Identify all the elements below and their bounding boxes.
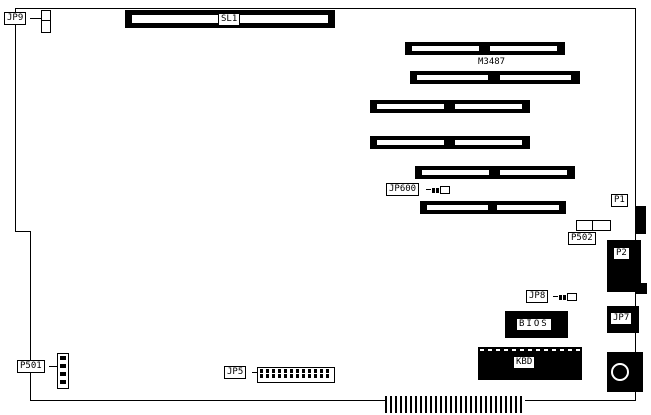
p1-label: P1 bbox=[611, 194, 628, 207]
jp8-label: JP8 bbox=[526, 290, 549, 303]
p502-label: P502 bbox=[568, 232, 596, 245]
chip-label-m3487: M3487 bbox=[478, 57, 506, 68]
jp5-label: JP5 bbox=[224, 366, 247, 379]
din-ring-icon bbox=[611, 363, 629, 381]
p501-connector bbox=[57, 353, 69, 389]
p2-edge-tab bbox=[635, 283, 647, 294]
jp5-pointer-line bbox=[252, 372, 257, 373]
p1-connector bbox=[635, 206, 646, 234]
jp600-pointer-line bbox=[426, 189, 431, 190]
isa-slot-4 bbox=[370, 136, 530, 149]
p502-connector bbox=[576, 220, 611, 231]
p2-label: P2 bbox=[613, 247, 630, 260]
jp9-label: JP9 bbox=[4, 12, 27, 25]
bottom-edge-connector bbox=[385, 396, 525, 413]
isa-slot-2 bbox=[410, 71, 580, 84]
jp5-header bbox=[257, 367, 335, 383]
p501-label: P501 bbox=[17, 360, 45, 373]
p501-pointer-line bbox=[49, 366, 57, 367]
jp600-jumper bbox=[432, 186, 450, 194]
kbd-dashed-edge bbox=[480, 349, 580, 351]
jp7-label: JP7 bbox=[610, 312, 633, 325]
isa-slot-3 bbox=[370, 100, 530, 113]
isa-slot-6 bbox=[420, 201, 566, 214]
jp9-connector bbox=[41, 10, 51, 33]
kbd-label: KBD bbox=[513, 356, 536, 369]
jp600-label: JP600 bbox=[386, 183, 420, 196]
jp8-pointer-line bbox=[553, 296, 558, 297]
keyboard-din-connector bbox=[607, 352, 643, 392]
isa-slot-5 bbox=[415, 166, 575, 179]
sl1-label: SL1 bbox=[218, 13, 241, 26]
bios-label: BIOS bbox=[516, 318, 552, 331]
isa-slot-1 bbox=[405, 42, 565, 55]
jp9-pointer-line bbox=[30, 18, 41, 19]
jp8-jumper bbox=[559, 293, 577, 301]
